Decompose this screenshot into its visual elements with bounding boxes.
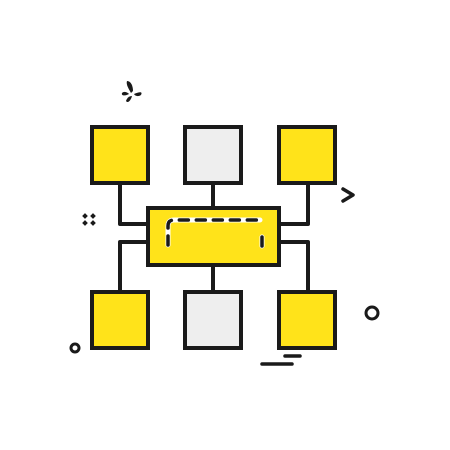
- top-right-node: [277, 125, 337, 185]
- top-center-node: [183, 125, 243, 185]
- small-sparkle-icon: [82, 213, 96, 226]
- connector-top-left: [118, 181, 150, 226]
- hub-dashed-outline-dark: [166, 218, 264, 248]
- top-left-node: [90, 125, 150, 185]
- bottom-center-node: [183, 290, 243, 350]
- connector-bottom-left: [118, 240, 150, 294]
- bottom-right-node: [277, 290, 337, 350]
- bottom-left-node: [90, 290, 150, 350]
- chevron-right-icon: [341, 187, 355, 203]
- ring-icon: [364, 305, 380, 321]
- dash-lines-icon: [260, 354, 302, 366]
- connector-bottom-right: [277, 240, 310, 294]
- small-circle-icon: [69, 342, 81, 354]
- sparkle-icon: [121, 81, 142, 103]
- connector-top-right: [277, 181, 310, 226]
- connector-lines: [118, 181, 310, 294]
